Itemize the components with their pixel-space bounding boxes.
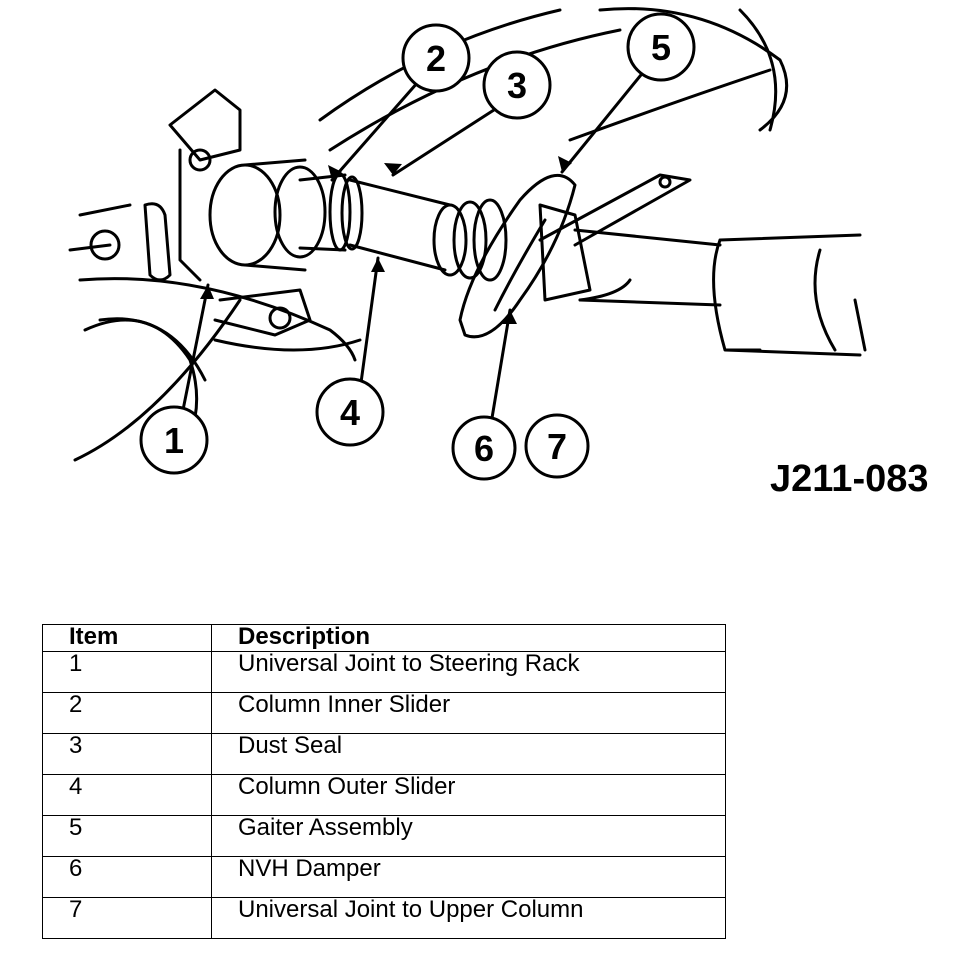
lower-universal-joint — [243, 158, 307, 272]
upper-column — [813, 248, 867, 352]
callout-circle-7 — [524, 413, 590, 479]
upper-column — [712, 233, 862, 357]
arrow-head — [558, 156, 572, 172]
upper-bracket — [538, 173, 692, 247]
dust-seal — [340, 175, 364, 251]
table-row: 4 Column Outer Slider — [42, 774, 726, 816]
callout-label-2: 2 — [426, 38, 446, 79]
item-number: 7 — [42, 897, 212, 939]
nvh-damper — [493, 218, 547, 312]
callout-label-5: 5 — [651, 27, 671, 68]
table-row: 5 Gaiter Assembly — [42, 815, 726, 857]
callout-circle-6 — [451, 415, 517, 481]
callout-label-1: 1 — [164, 420, 184, 461]
callout-label-3: 3 — [507, 65, 527, 106]
item-number: 2 — [42, 692, 212, 734]
item-number: 3 — [42, 733, 212, 775]
frame-curve — [568, 68, 772, 142]
leader-line — [560, 68, 647, 174]
item-number: 4 — [42, 774, 212, 816]
item-description: Universal Joint to Upper Column — [211, 897, 726, 939]
lower-universal-joint — [273, 165, 327, 259]
item-description: NVH Damper — [211, 856, 726, 898]
gaiter-assembly — [452, 200, 488, 280]
callout-label-7: 7 — [547, 426, 567, 467]
table-row: 7 Universal Joint to Upper Column — [42, 897, 726, 939]
leader-line — [358, 256, 380, 392]
frame-curve — [738, 8, 778, 132]
arrow-head — [200, 285, 214, 299]
upper-column — [578, 278, 632, 302]
table-header-row: Item Description — [42, 624, 726, 652]
arrow-head — [384, 163, 402, 175]
figure-code: J211-083 — [770, 458, 929, 500]
gaiter-assembly — [472, 198, 508, 282]
leader-line — [391, 106, 499, 177]
arrow-head — [328, 165, 342, 180]
column-outer-slider — [348, 178, 452, 272]
callout-circle-4 — [315, 377, 385, 447]
callout-circle-2 — [401, 23, 471, 93]
item-number: 1 — [42, 651, 212, 693]
steering-column-diagram: 1 2 3 4 5 6 7 — [68, 7, 867, 481]
frame-curve — [598, 7, 789, 132]
header-description: Description — [211, 624, 726, 652]
frame-curve — [98, 317, 207, 382]
header-item: Item — [42, 624, 212, 652]
frame-curve — [213, 338, 362, 352]
callout-label-6: 6 — [474, 428, 494, 469]
item-description: Gaiter Assembly — [211, 815, 726, 857]
table-row: 3 Dust Seal — [42, 733, 726, 775]
table-row: 2 Column Inner Slider — [42, 692, 726, 734]
bolt — [89, 229, 121, 261]
gaiter-assembly — [432, 203, 468, 277]
lower-universal-joint — [208, 163, 282, 267]
leader-line — [490, 308, 512, 420]
column-inner-slider — [298, 173, 347, 252]
table-row: 6 NVH Damper — [42, 856, 726, 898]
nvh-damper — [458, 174, 577, 339]
item-description: Universal Joint to Steering Rack — [211, 651, 726, 693]
callout-circle-1 — [139, 405, 209, 475]
item-description: Column Inner Slider — [211, 692, 726, 734]
upper-column — [573, 228, 722, 307]
bolt — [268, 306, 292, 330]
bolt — [188, 148, 212, 172]
item-number: 5 — [42, 815, 212, 857]
callout-label-4: 4 — [340, 392, 360, 433]
table-row: 1 Universal Joint to Steering Rack — [42, 651, 726, 693]
arrow-head — [502, 310, 517, 324]
callout-circle-3 — [482, 50, 552, 120]
bolt — [658, 175, 672, 189]
rack-bracket — [178, 148, 202, 282]
upper-universal-joint — [538, 203, 592, 302]
leader-line — [180, 283, 210, 417]
callout-circle-5 — [626, 12, 696, 82]
yoke — [213, 288, 312, 337]
parts-table: Item Description 1 Universal Joint to St… — [42, 624, 726, 939]
item-number: 6 — [42, 856, 212, 898]
item-description: Column Outer Slider — [211, 774, 726, 816]
dust-seal — [328, 172, 352, 252]
frame-curve — [68, 203, 132, 252]
frame-curve — [73, 298, 242, 462]
rack-bracket — [168, 88, 242, 162]
item-description: Dust Seal — [211, 733, 726, 775]
bolt-stud — [143, 202, 172, 282]
leader-line — [330, 80, 420, 182]
arrow-head — [371, 258, 385, 272]
frame-curve — [328, 28, 622, 152]
